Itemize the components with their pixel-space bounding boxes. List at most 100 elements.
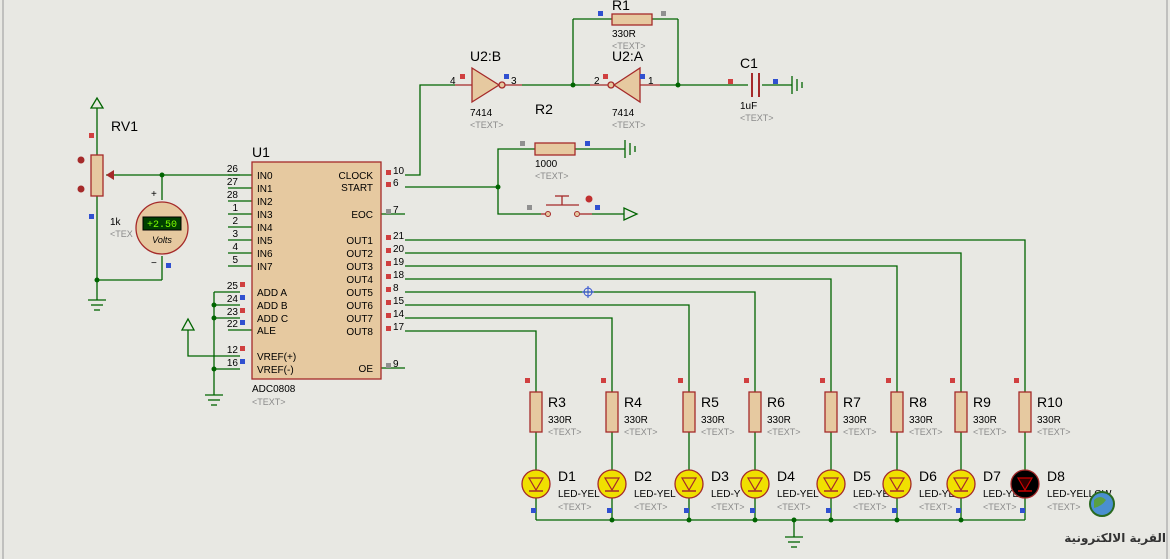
adc0808-chip[interactable]: U1 ADC0808 <TEXT> 26IN027IN128IN21IN32IN… bbox=[227, 144, 405, 407]
resistor-r1[interactable]: R1 330R <TEXT> bbox=[598, 0, 666, 51]
led-text: <TEXT> bbox=[983, 502, 1017, 512]
led-part: LED-YEL bbox=[634, 489, 676, 500]
led-part: LED-Y bbox=[711, 489, 741, 500]
resistor-body bbox=[954, 391, 968, 433]
u2b-text: <TEXT> bbox=[470, 120, 504, 130]
potentiometer-rv1[interactable]: RV1 1k <TEX bbox=[77, 118, 139, 239]
r2-ref: R2 bbox=[535, 101, 553, 117]
pin-marker bbox=[826, 508, 831, 513]
resistor-text: <TEXT> bbox=[548, 427, 582, 437]
adc-pin-name: IN3 bbox=[257, 210, 273, 221]
capacitor-c1[interactable]: C1 1uF <TEXT> bbox=[728, 55, 778, 123]
probe-marker-icon[interactable] bbox=[582, 286, 594, 298]
adc-pin-name: OUT3 bbox=[346, 262, 373, 273]
resistor-ref: R6 bbox=[767, 394, 785, 410]
adc-pin-number: 7 bbox=[393, 205, 399, 216]
voltmeter[interactable]: +2.50 Volts + − bbox=[135, 189, 189, 269]
adc-pin-out3[interactable]: 19 OUT3 bbox=[346, 257, 404, 273]
led-text: <TEXT> bbox=[634, 502, 668, 512]
led-triangle bbox=[603, 477, 621, 492]
junctions bbox=[94, 82, 964, 523]
adc-pin-number: 10 bbox=[393, 166, 405, 177]
resistor-text: <TEXT> bbox=[973, 427, 1007, 437]
led-text: <TEXT> bbox=[777, 502, 811, 512]
resistor-value: 330R bbox=[909, 415, 933, 426]
adc-pin-number: 6 bbox=[393, 178, 399, 189]
inverter-u2b[interactable]: 4 3 U2:B 7414 <TEXT> bbox=[450, 48, 522, 130]
adc-pin-number: 15 bbox=[393, 296, 405, 307]
adc-pin-name: ADD A bbox=[257, 288, 287, 299]
resistor-value: 330R bbox=[548, 415, 572, 426]
u2b-ref: U2:B bbox=[470, 48, 501, 64]
resistor-body bbox=[890, 391, 904, 433]
adc-pin-name: ADD C bbox=[257, 314, 288, 325]
adc-pin-number: 8 bbox=[393, 283, 399, 294]
pin-marker bbox=[525, 378, 530, 383]
adc-pin-name: IN5 bbox=[257, 236, 273, 247]
adc-pin-oe[interactable]: 9OE bbox=[359, 359, 399, 375]
led-part: LED-YEL bbox=[853, 489, 895, 500]
u2b-part: 7414 bbox=[470, 108, 493, 119]
adc-pin-number: 19 bbox=[393, 257, 405, 268]
adc-pin-number: 28 bbox=[227, 190, 239, 201]
voltmeter-plus: + bbox=[151, 189, 157, 200]
pin-marker bbox=[886, 378, 891, 383]
r1-text: <TEXT> bbox=[612, 41, 646, 51]
resistor-r2[interactable]: R2 1000 <TEXT> bbox=[520, 101, 590, 181]
adc-pin-name: OUT7 bbox=[346, 314, 373, 325]
adc-pin-number: 16 bbox=[227, 358, 239, 369]
resistor-ref: R8 bbox=[909, 394, 927, 410]
resistor-text: <TEXT> bbox=[624, 427, 658, 437]
resistor-value: 330R bbox=[973, 415, 997, 426]
start-pushbutton[interactable] bbox=[527, 195, 600, 217]
led-triangle bbox=[888, 477, 906, 492]
pin-marker bbox=[820, 378, 825, 383]
adc-pin-number: 9 bbox=[393, 359, 399, 370]
c1-text: <TEXT> bbox=[740, 113, 774, 123]
inverter-u2a[interactable]: 2 1 U2:A 7414 <TEXT> bbox=[590, 48, 660, 130]
adc-pin-number: 2 bbox=[232, 216, 238, 227]
resistor-ref: R10 bbox=[1037, 394, 1063, 410]
resistor-body bbox=[529, 391, 543, 433]
